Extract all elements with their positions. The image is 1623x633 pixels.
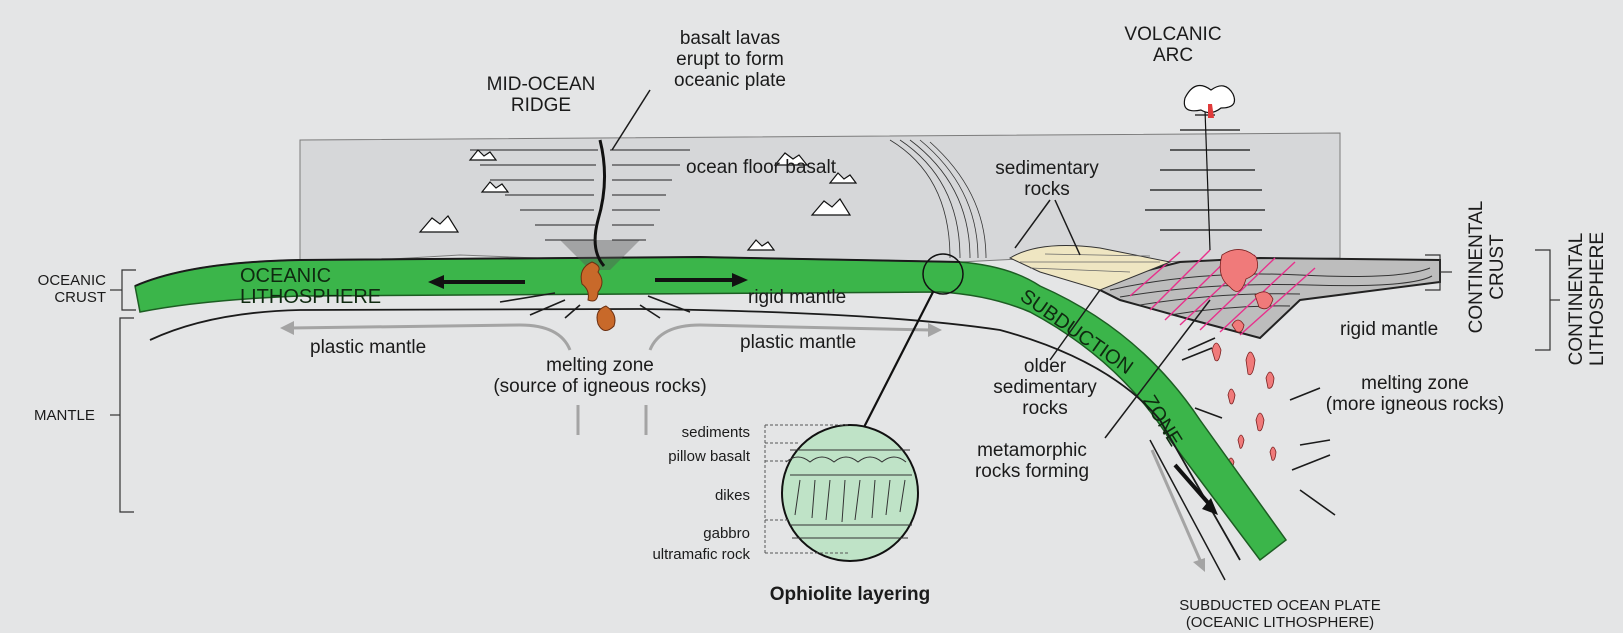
ophiolite-label-pillow-basalt: pillow basalt [600,448,750,465]
label-sedimentary-rocks-line2: rocks [982,179,1112,200]
ophiolite-title: Ophiolite layering [735,584,965,605]
label-continental-crust-line1: CONTINENTAL [1466,192,1487,342]
label-basalt-lavas: basalt lavas erupt to form oceanic plate [665,28,795,91]
label-older-sedimentary-line3: rocks [990,398,1100,419]
label-sedimentary-rocks-line1: sedimentary [982,158,1112,179]
ophiolite-label-gabbro: gabbro [600,525,750,542]
label-oceanic-crust-line1: OCEANIC [20,272,106,289]
label-metamorphic-line1: metamorphic [962,440,1102,461]
label-melting-zone-line2: (source of igneous rocks) [475,376,725,397]
ophiolite-circle [782,425,918,561]
label-subducted-plate-line2: (OCEANIC LITHOSPHERE) [1165,614,1395,631]
label-mantle: MANTLE [34,407,95,424]
label-melting-zone: melting zone (source of igneous rocks) [475,355,725,397]
label-plastic-mantle-left: plastic mantle [310,337,426,358]
label-mid-ocean-ridge-line1: MID-OCEAN [476,74,606,95]
label-basalt-lavas-line2: erupt to form [665,49,795,70]
ophiolite-label-ultramafic: ultramafic rock [600,546,750,563]
label-metamorphic-line2: rocks forming [962,461,1102,482]
label-mid-ocean-ridge-line2: RIDGE [476,95,606,116]
label-plastic-mantle-right: plastic mantle [740,332,856,353]
ophiolite-label-sediments: sediments [600,424,750,441]
label-melting-zone-line1: melting zone [475,355,725,376]
label-continental-lithosphere-line2: LITHOSPHERE [1587,224,1608,374]
label-metamorphic: metamorphic rocks forming [962,440,1102,482]
left-brackets [110,270,136,512]
label-older-sedimentary: older sedimentary rocks [990,356,1100,419]
label-continental-lithosphere-line1: CONTINENTAL [1566,224,1587,374]
label-oceanic-lithosphere: OCEANIC LITHOSPHERE [240,266,381,308]
label-rigid-mantle-left: rigid mantle [748,287,846,308]
label-oceanic-crust-line2: CRUST [20,289,106,306]
label-melting-zone-right: melting zone (more igneous rocks) [1320,373,1510,415]
label-basalt-lavas-line3: oceanic plate [665,70,795,91]
label-oceanic-crust: OCEANIC CRUST [20,272,106,306]
label-basalt-lavas-line1: basalt lavas [665,28,795,49]
label-melting-zone-right-line1: melting zone [1320,373,1510,394]
ophiolite-label-dikes: dikes [600,487,750,504]
ocean-surface [300,133,1340,262]
label-continental-lithosphere: CONTINENTAL LITHOSPHERE [1566,224,1608,374]
label-oceanic-lithosphere-line1: OCEANIC [240,266,381,287]
label-subducted-plate-line1: SUBDUCTED OCEAN PLATE [1165,597,1395,614]
label-melting-zone-right-line2: (more igneous rocks) [1320,394,1510,415]
zoom-connector [860,292,933,435]
label-subducted-plate: SUBDUCTED OCEAN PLATE (OCEANIC LITHOSPHE… [1165,597,1395,631]
label-continental-crust-line2: CRUST [1487,192,1508,342]
label-mid-ocean-ridge: MID-OCEAN RIDGE [476,74,606,116]
label-ocean-floor-basalt: ocean floor basalt [686,157,836,178]
label-sedimentary-rocks: sedimentary rocks [982,158,1112,200]
label-volcanic-arc-line2: ARC [1108,45,1238,66]
label-older-sedimentary-line2: sedimentary [990,377,1100,398]
label-older-sedimentary-line1: older [990,356,1100,377]
label-volcanic-arc-line1: VOLCANIC [1108,24,1238,45]
label-rigid-mantle-right: rigid mantle [1340,319,1438,340]
label-volcanic-arc: VOLCANIC ARC [1108,24,1238,66]
label-oceanic-lithosphere-line2: LITHOSPHERE [240,287,381,308]
volcano-plume [1184,86,1234,119]
label-continental-crust: CONTINENTAL CRUST [1466,192,1508,342]
